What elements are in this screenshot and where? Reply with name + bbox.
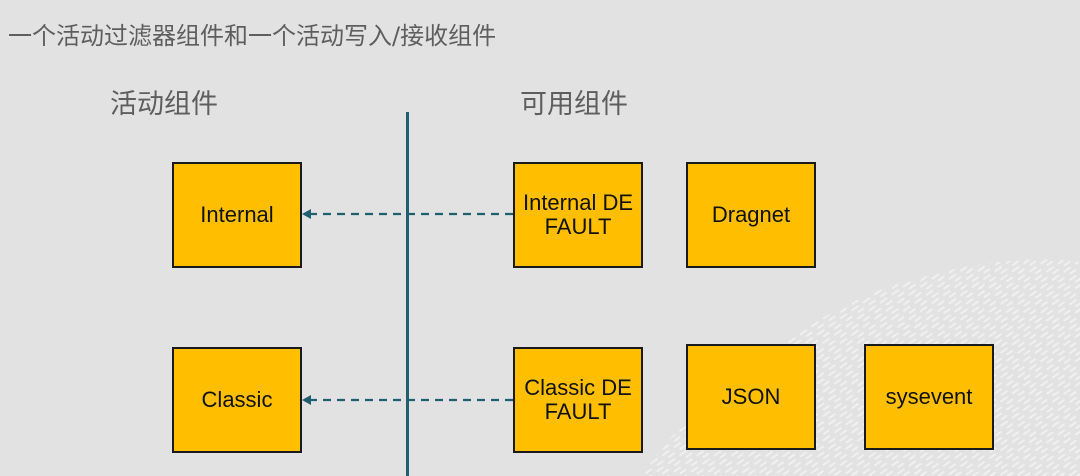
available-component-internal-default: Internal DEFAULT (513, 162, 643, 268)
active-component-classic: Classic (172, 347, 302, 453)
component-label: Classic DEFAULT (524, 375, 632, 424)
active-component-internal: Internal (172, 162, 302, 268)
active-components-header: 活动组件 (110, 89, 218, 120)
column-divider (406, 112, 409, 476)
component-label: Internal DEFAULT (522, 190, 634, 239)
component-label: sysevent (885, 384, 973, 409)
available-component-json: JSON (686, 344, 816, 450)
component-label: Dragnet (711, 202, 791, 227)
page-title: 一个活动过滤器组件和一个活动写入/接收组件 (8, 22, 497, 50)
available-component-classic-default: Classic DEFAULT (513, 347, 643, 453)
component-label: Internal (200, 202, 274, 227)
component-label: Classic (201, 387, 273, 412)
available-component-dragnet: Dragnet (686, 162, 816, 268)
component-label: JSON (721, 384, 781, 409)
available-component-sysevent: sysevent (864, 344, 994, 450)
available-components-header: 可用组件 (520, 89, 628, 120)
